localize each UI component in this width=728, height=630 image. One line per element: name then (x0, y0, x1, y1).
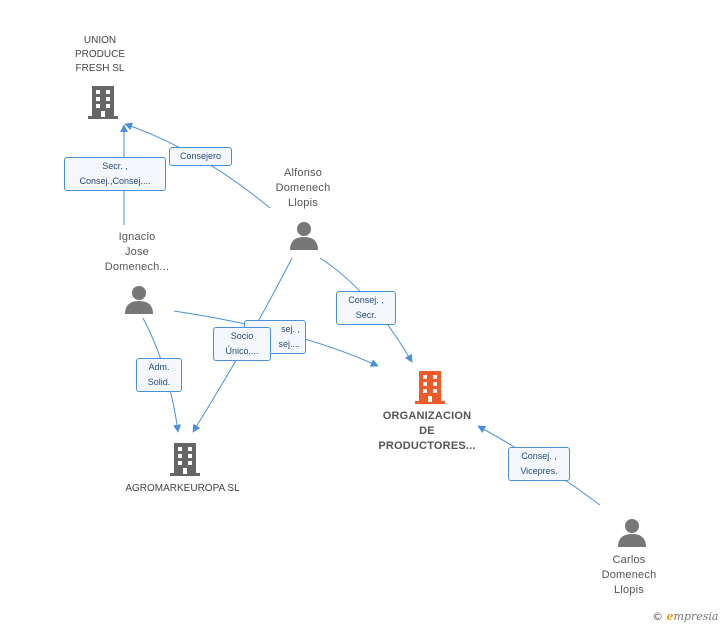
brand-name: mpresia (673, 610, 719, 623)
agromarkeuropa-label: AGROMARKEUROPA SL (125, 483, 240, 494)
building-icon[interactable] (88, 84, 118, 120)
node-carlos[interactable]: Carlos Domenech Llopis (584, 553, 674, 598)
edge-label-line: Secr. (355, 310, 377, 320)
carlos-label-1: Carlos (612, 554, 646, 566)
edge-label-socio-unico[interactable]: Socio Único,... (213, 327, 271, 361)
empresia-logo[interactable]: © empresia (652, 610, 718, 623)
organizacion-label-3: PRODUCTORES... (378, 440, 476, 452)
organizacion-label-1: ORGANIZACION (382, 410, 472, 422)
building-icon[interactable] (170, 441, 200, 477)
edge-label-consej-secr[interactable]: Consej. , Secr. (336, 291, 396, 325)
carlos-label-2: Domenech (601, 569, 657, 581)
edge-label-consej-vicepres[interactable]: Consej. , Vicepres. (508, 447, 570, 481)
union-produce-label-1: UNION (83, 35, 117, 46)
node-organizacion[interactable]: ORGANIZACION DE PRODUCTORES... (362, 409, 492, 454)
building-icon[interactable] (415, 369, 445, 405)
edge-label-adm-solid[interactable]: Adm. Solid. (136, 358, 182, 392)
alfonso-label-3: Llopis (288, 197, 318, 209)
organizacion-label-2: DE (419, 425, 435, 437)
ignacio-label-3: Domenech... (104, 261, 170, 273)
union-produce-label-2: PRODUCE (74, 49, 125, 60)
node-union-produce[interactable]: UNION PRODUCE FRESH SL (55, 34, 145, 76)
person-icon[interactable] (124, 284, 154, 314)
node-agromarkeuropa[interactable]: AGROMARKEUROPA SL (110, 482, 255, 496)
node-ignacio[interactable]: Ignacio Jose Domenech... (92, 230, 182, 275)
alfonso-label-2: Domenech (275, 182, 331, 194)
node-alfonso[interactable]: Alfonso Domenech Llopis (258, 166, 348, 211)
union-produce-label-3: FRESH SL (75, 63, 125, 74)
edge-label-line: Consej. , (521, 451, 557, 461)
ignacio-label-2: Jose (124, 246, 150, 258)
alfonso-label-1: Alfonso (283, 167, 323, 179)
edge-label-line: Solid. (147, 377, 171, 387)
edge-label-consejero[interactable]: Consejero (169, 147, 232, 166)
carlos-label-3: Llopis (614, 584, 644, 596)
copyright-icon: © (652, 610, 663, 623)
edge-label-line: Consejero (179, 151, 222, 161)
edge-label-line: Secr. , (102, 161, 128, 171)
edge-label-secr-consej[interactable]: Secr. , Consej.,Consej.... (64, 157, 166, 191)
ignacio-label-1: Ignacio (118, 231, 156, 243)
person-icon[interactable] (617, 517, 647, 547)
edge-label-line: Socio (230, 331, 254, 341)
brand-initial: e (666, 610, 674, 623)
edge-label-line: Consej. , (348, 295, 384, 305)
edge-label-line: sej. , (280, 324, 300, 334)
edge-label-line: sej.... (278, 339, 300, 349)
edge-label-line: Vicepres. (520, 466, 558, 476)
edge-label-line: Adm. (148, 362, 170, 372)
person-icon[interactable] (289, 220, 319, 250)
edge-label-line: Consej.,Consej.... (79, 176, 151, 186)
edge-label-line: Único,... (225, 346, 259, 356)
